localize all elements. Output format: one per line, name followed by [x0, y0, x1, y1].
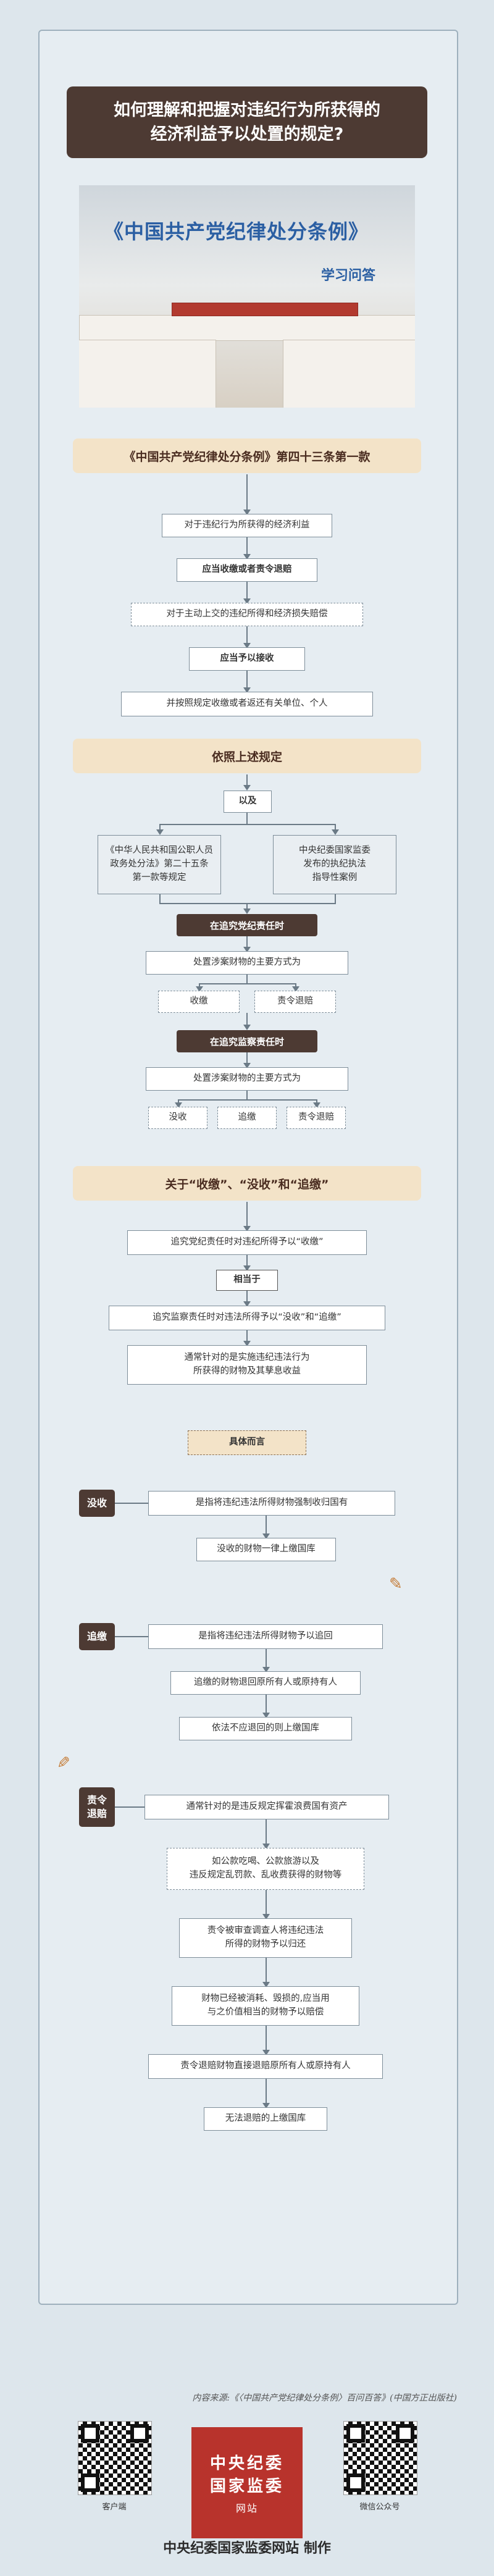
- connector: [243, 626, 251, 648]
- connector: [159, 894, 161, 903]
- box-recover: 追缴: [217, 1107, 277, 1129]
- box-refund-direct: 责令退赔财物直接退赔原所有人或原持有人: [148, 2054, 383, 2079]
- tag-forfeit: 没收: [79, 1490, 115, 1517]
- box-return-to-owner: 并按照规定收缴或者返还有关单位、个人: [121, 692, 373, 716]
- content-source: 内容来源:《〈中国共产党纪律处分条例〉百问百答》(中国方正出版社): [192, 2393, 457, 2403]
- box-recover-return: 追缴的财物退回原所有人或原持有人: [170, 1671, 361, 1695]
- box-equivalent: 相当于: [216, 1270, 278, 1291]
- book-stack-illustration: [283, 340, 415, 408]
- box-confiscate: 收缴: [158, 991, 240, 1013]
- box-refund-return: 责令被审查调查人将违纪违法 所得的财物予以归还: [179, 1918, 352, 1958]
- book-stack-illustration: [79, 340, 216, 408]
- box-main-way-2: 处置涉案财物的主要方式为: [146, 1067, 348, 1091]
- box-recover-def: 是指将违纪违法所得财物予以追回: [148, 1624, 383, 1649]
- connector: [115, 1636, 148, 1637]
- connector: [262, 1890, 270, 1919]
- connector: [332, 824, 339, 835]
- connector: [115, 1806, 144, 1808]
- connector: [178, 1099, 316, 1101]
- box-forfeit: 没收: [148, 1107, 207, 1129]
- section-header-terms: 关于“收缴”、“没收”和“追缴”: [73, 1166, 421, 1201]
- bar-party-discipline: 在追究党纪责任时: [177, 914, 317, 936]
- connector: [243, 1291, 251, 1307]
- connector: [313, 1099, 320, 1108]
- connector: [243, 1330, 251, 1346]
- connector: [243, 903, 251, 914]
- tag-recover: 追缴: [79, 1623, 115, 1650]
- box-forfeit-treasury: 没收的财物一律上缴国库: [196, 1538, 336, 1561]
- hero-image: 《中国共产党纪律处分条例》 学习问答: [79, 185, 415, 408]
- hero-subtitle: 学习问答: [321, 268, 376, 283]
- site-logo: 中央纪委 国家监委 网站: [191, 2427, 303, 2538]
- qr-label-client: 客户端: [102, 2503, 127, 2512]
- box-refund-treasury: 无法退赔的上缴国库: [204, 2107, 327, 2131]
- connector: [262, 2079, 270, 2108]
- box-forfeit-def: 是指将违纪违法所得财物强制收归国有: [148, 1491, 395, 1516]
- section-header-according: 依照上述规定: [73, 739, 421, 773]
- connector: [156, 824, 164, 835]
- made-by: 中央纪委国家监委网站 制作: [163, 2541, 331, 2556]
- hero-title: 《中国共产党纪律处分条例》: [104, 220, 369, 243]
- pen-icon: ✎: [57, 1754, 70, 1773]
- box-refund-def: 通常针对的是违反规定挥霍浪费国有资产: [144, 1795, 389, 1819]
- qr-code-client[interactable]: [78, 2421, 152, 2495]
- box-confiscate-or-refund: 应当收缴或者责令退赔: [177, 558, 317, 582]
- connector: [246, 813, 248, 824]
- connector: [243, 537, 251, 560]
- connector: [335, 894, 336, 903]
- connector: [243, 774, 251, 791]
- connector: [262, 2026, 270, 2055]
- connector: [243, 936, 251, 952]
- connector: [292, 983, 299, 992]
- box-refund-examples: 如公款吃喝、公款旅游以及 违反规定乱罚款、乱收费获得的财物等: [167, 1848, 364, 1890]
- pen-icon: ✎: [389, 1575, 403, 1593]
- box-main-way-1: 处置涉案财物的主要方式为: [146, 951, 348, 975]
- connector: [243, 1013, 251, 1030]
- connector: [262, 1958, 270, 1987]
- connector: [175, 1099, 182, 1108]
- connector: [243, 582, 251, 604]
- connector: [159, 903, 336, 904]
- box-supervision-forfeit: 追究监察责任时对违法所得予以“没收”和“追缴”: [109, 1306, 385, 1330]
- box-party-confiscate: 追究党纪责任时对违纪所得予以“收缴”: [127, 1230, 367, 1255]
- connector: [243, 1052, 251, 1068]
- bar-supervision: 在追究监察责任时: [177, 1030, 317, 1052]
- book-stack-illustration: [79, 315, 415, 341]
- box-economic-benefit: 对于违纪行为所获得的经济利益: [162, 514, 332, 537]
- connector: [243, 1255, 251, 1271]
- box-specifically: 具体而言: [188, 1430, 306, 1455]
- connector: [246, 975, 248, 983]
- box-and: 以及: [224, 791, 272, 813]
- box-recover-treasury: 依法不应退回的则上缴国库: [179, 1717, 352, 1740]
- box-law-reference: 《中华人民共和国公职人员 政务处分法》第二十五条 第一款等规定: [98, 835, 221, 894]
- box-order-refund-2: 责令退赔: [287, 1107, 346, 1129]
- connector: [262, 1695, 270, 1718]
- box-order-refund: 责令退赔: [254, 991, 336, 1013]
- connector: [199, 983, 295, 984]
- box-guidance-cases: 中央纪委国家监委 发布的执纪执法 指导性案例: [273, 835, 396, 894]
- connector: [243, 1202, 251, 1231]
- box-refund-compensate: 财物已经被消耗、毁损的,应当用 与之价值相当的财物予以赔偿: [172, 1986, 359, 2026]
- box-accept: 应当予以接收: [189, 647, 305, 671]
- qr-label-wechat: 微信公众号: [359, 2503, 400, 2512]
- connector: [115, 1503, 148, 1504]
- connector: [159, 824, 335, 825]
- box-voluntary-surrender: 对于主动上交的违纪所得和经济损失赔偿: [131, 603, 363, 626]
- connector: [262, 1649, 270, 1672]
- page-title: 如何理解和把握对违纪行为所获得的 经济利益予以处置的规定?: [67, 86, 427, 158]
- tag-order-refund: 责令 退赔: [79, 1787, 115, 1827]
- connector: [243, 671, 251, 693]
- section-header-article: 《中国共产党纪律处分条例》第四十三条第一款: [73, 438, 421, 473]
- connector: [262, 1516, 270, 1539]
- connector: [243, 474, 251, 515]
- red-book-illustration: [172, 303, 358, 316]
- qr-code-wechat[interactable]: [343, 2421, 417, 2495]
- box-target-property: 通常针对的是实施违纪违法行为 所获得的财物及其孳息收益: [127, 1345, 367, 1385]
- connector: [262, 1819, 270, 1849]
- connector: [196, 983, 203, 992]
- connector: [246, 1091, 248, 1099]
